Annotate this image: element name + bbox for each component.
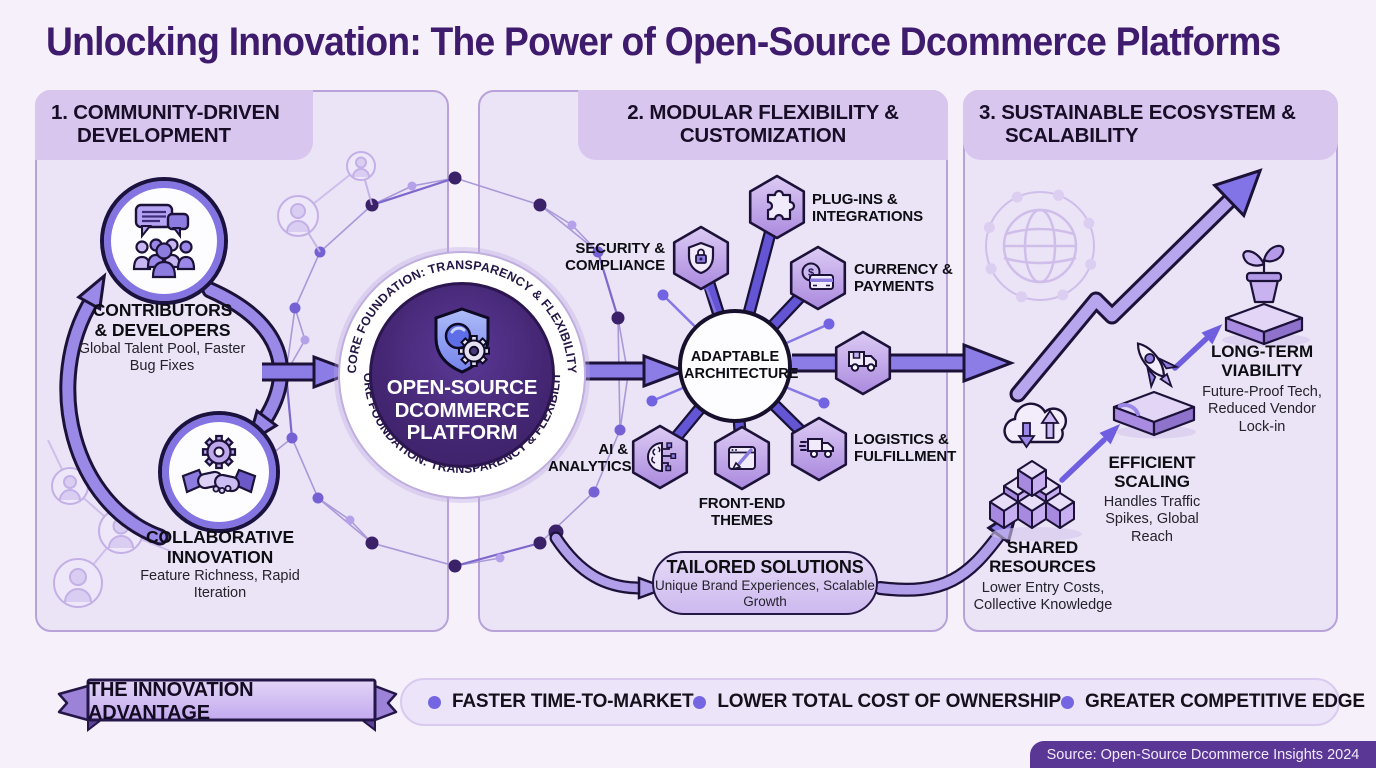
collaboration-sub: Feature Richness, Rapid Iteration [140,568,300,602]
ribbon-label: THE INNOVATION ADVANTAGE [88,679,254,724]
collaboration-circle [158,411,280,533]
plugins-label: PLUG-INS & INTEGRATIONS [812,191,924,225]
collaboration-label: COLLABORATIVE INNOVATION [145,527,295,567]
currency-label: CURRENCY & PAYMENTS [854,261,953,295]
themes-hexagon [713,425,771,491]
gear-handshake-icon [181,434,257,495]
advantage-item: FASTER TIME-TO-MARKET [428,691,694,713]
currency-hexagon: $ [789,245,847,311]
panel1-heading: 1. COMMUNITY-DRIVEN DEVELOPMENT [35,90,313,160]
advantage-text: GREATER COMPETITIVE EDGE [1084,691,1365,712]
efficient-scaling-label: EFFICIENT SCALING [1108,453,1196,492]
logistics-label: LOGISTICS & FULFILLMENT [854,431,957,465]
contributors-label: CONTRIBUTORS & DEVELOPERS [92,300,233,340]
shared-cubes-icon [989,460,1082,541]
cloud-sync-icon [1003,402,1068,449]
tailored-solutions-pill: TAILORED SOLUTIONS Unique Brand Experien… [652,551,878,615]
shield-lock-icon [687,241,715,275]
security-label: SECURITY & COMPLIANCE [565,240,665,274]
long-term-viability-sub: Future-Proof Tech, Reduced Vendor Lock-i… [1202,384,1322,435]
core-platform-circle: OPEN-SOURCE DCOMMERCE PLATFORM [369,282,555,468]
shared-resources-label: SHARED RESOURCES [989,538,1096,577]
bullet-dot-icon [693,695,707,709]
advantage-bullet-bar: FASTER TIME-TO-MARKET LOWER TOTAL COST O… [400,678,1365,726]
puzzle-icon [766,189,796,221]
ribbon-banner [57,678,398,733]
advantage-item: LOWER TOTAL COST OF OWNERSHIP [693,691,1061,713]
page-title: Unlocking Innovation: The Power of Open-… [46,20,1281,64]
plugins-hexagon [748,174,806,240]
contributors-sub: Global Talent Pool, Faster Bug Fixes [78,341,246,375]
adaptable-architecture-hub: ADAPTABLE ARCHITECTURE [678,309,799,423]
efficient-scaling-sub: Handles Traffic Spikes, Global Reach [1103,494,1201,545]
logistics-hexagon [790,416,848,482]
shared-resources-sub: Lower Entry Costs, Collective Knowledge [973,580,1113,614]
ai-hexagon [631,424,689,490]
shield-gear-icon [434,307,490,374]
source-attribution: Source: Open-Source Dcommerce Insights 2… [1030,741,1376,768]
bullet-dot-icon [1060,695,1074,709]
core-platform-label: OPEN-SOURCE DCOMMERCE PLATFORM [386,376,538,445]
tailored-sub: Unique Brand Experiences, Scalable Growt… [655,577,875,609]
plant-growth-icon [1222,244,1310,347]
tailored-label: TAILORED SOLUTIONS [666,556,864,577]
panel2-heading: 2. MODULAR FLEXIBILITY & CUSTOMIZATION [578,90,948,160]
hub-label: ADAPTABLE ARCHITECTURE [684,349,799,382]
advantage-text: FASTER TIME-TO-MARKET [452,691,694,712]
contributors-circle [100,177,228,305]
bullet-dot-icon [428,695,441,709]
advantage-text: LOWER TOTAL COST OF OWNERSHIP [717,691,1061,712]
box-truck-hexagon [834,330,892,396]
security-hexagon [672,225,730,291]
advantage-item: GREATER COMPETITIVE EDGE [1060,691,1365,713]
themes-label: FRONT-END THEMES [698,495,786,529]
long-term-viability-label: LONG-TERM VIABILITY [1210,342,1314,381]
community-chat-icon [132,203,196,279]
ai-label: AI & ANALYTICS [548,441,632,475]
panel3-heading: 3. SUSTAINABLE ECOSYSTEM & SCALABILITY [963,90,1338,160]
themes-icon [728,446,756,471]
